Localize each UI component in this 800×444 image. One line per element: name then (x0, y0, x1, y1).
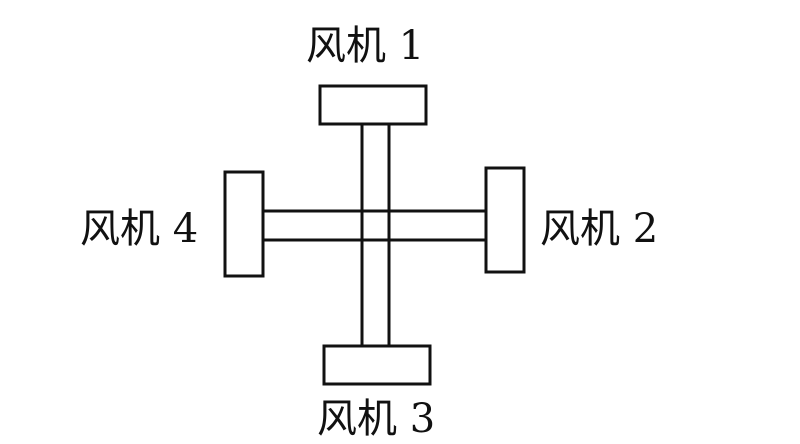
fan1-block (318, 84, 428, 126)
fan3-label: 风机 3 (317, 396, 436, 442)
horizontal-arm (261, 209, 489, 242)
fan2-block (484, 166, 526, 274)
fan1-label: 风机 1 (306, 23, 425, 69)
fan4-label: 风机 4 (80, 206, 199, 252)
fan2-label: 风机 2 (540, 206, 659, 252)
fan3-block (322, 344, 432, 386)
fan4-block (223, 170, 265, 278)
